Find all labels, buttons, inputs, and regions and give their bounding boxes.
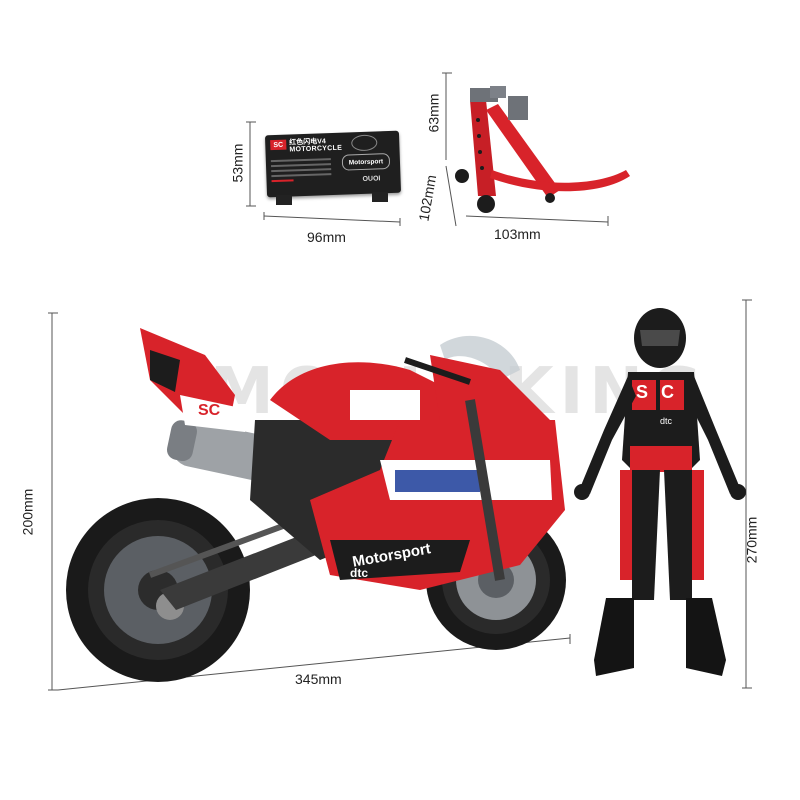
plaque-width-label: 96mm: [307, 229, 346, 245]
paddock-stand: [455, 86, 630, 213]
plaque-foot-right: [372, 192, 388, 202]
stand-width-label: 103mm: [494, 226, 541, 242]
bike-dtc-text: dtc: [350, 566, 368, 580]
stand-height-label: 63mm: [425, 93, 442, 133]
rider-figure: [574, 308, 746, 676]
dimension-lines: [48, 72, 752, 691]
bike-racer-text: RACER: [372, 596, 405, 606]
bike-height-label: 200mm: [19, 488, 36, 536]
plaque-foot-left: [276, 195, 292, 205]
plaque-height-label: 53mm: [229, 143, 246, 183]
bike-length-label: 345mm: [295, 671, 342, 687]
motorcycle: [66, 328, 566, 682]
suit-letters: S C: [636, 382, 679, 402]
suit-motorsport-text: Motorsport: [610, 505, 620, 544]
suit-dtc-text: dtc: [660, 416, 673, 426]
figure-height-label: 270mm: [743, 516, 760, 564]
bike-sc-text: SC: [198, 402, 221, 419]
